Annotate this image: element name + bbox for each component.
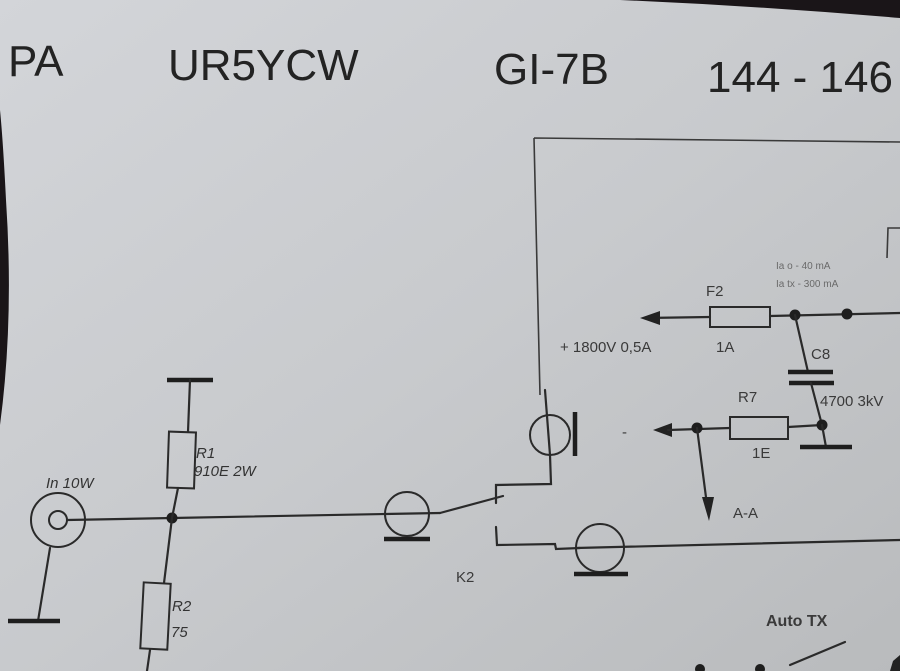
auto-tx-label: Auto TX	[766, 613, 828, 630]
c8-bottom-lead	[809, 381, 824, 427]
title-pa: PA	[8, 37, 64, 86]
supply-note-idle: Ia o - 40 mA	[776, 261, 831, 272]
minus-label: -	[622, 424, 627, 441]
c8-ref: C8	[811, 346, 830, 363]
supply-label: + 1800V 0,5A	[560, 339, 651, 356]
title-row: PA UR5YCW GI-7B 144 - 146	[8, 37, 893, 102]
arrow-icon	[890, 655, 900, 671]
aa-label: A-A	[733, 505, 758, 522]
relay-k2	[383, 388, 900, 577]
aa-wire	[695, 426, 709, 507]
ground-lead	[820, 423, 828, 449]
r2-ref: R2	[172, 598, 192, 615]
r2-bottom-lead	[145, 648, 152, 671]
title-band: 144 - 146	[707, 53, 893, 102]
k2-ref: K2	[456, 569, 474, 586]
relay-to-enclosure-wire	[543, 388, 552, 457]
input-label: In 10W	[46, 475, 95, 492]
c8-top-lead	[793, 313, 810, 374]
resistor-r1	[165, 377, 213, 520]
relay-upper-contact	[494, 453, 553, 505]
relay-lower-contact	[494, 525, 582, 551]
output-wire	[574, 538, 900, 550]
r7-right-lead	[786, 423, 824, 429]
junction-dot	[841, 308, 853, 320]
supply-note-tx: Ia tx - 300 mA	[776, 279, 839, 290]
arrow-left-icon	[640, 311, 660, 325]
r2-top-lead	[162, 516, 174, 585]
r7-ref: R7	[738, 389, 757, 406]
r1-ref: R1	[196, 445, 215, 462]
r7-value: 1E	[752, 445, 770, 462]
auto-tx-switch	[695, 640, 900, 671]
relay-switch-arm	[438, 494, 505, 515]
r1-body	[165, 430, 198, 490]
auto-tx-switch-arm	[788, 640, 847, 667]
junction-dot	[695, 664, 705, 671]
connector-ground-lead	[36, 546, 52, 623]
r1-top-lead	[186, 378, 192, 434]
cathode-line	[653, 416, 852, 521]
arrow-down-icon	[702, 497, 714, 521]
r1-value: 910E 2W	[194, 463, 258, 480]
capacitor-c8	[788, 313, 834, 427]
c8-value: 4700 3kV	[820, 393, 883, 410]
r2-body	[139, 581, 172, 651]
r2-value: 75	[171, 624, 188, 641]
r1-bottom-lead	[170, 486, 180, 520]
f2-value: 1A	[716, 339, 734, 356]
arrow-left-icon	[653, 423, 672, 437]
relay-input-wire	[383, 511, 442, 516]
enclosure-inner-corner	[886, 227, 900, 259]
enclosure-outline	[533, 137, 900, 396]
junction-dot	[755, 664, 765, 671]
title-callsign: UR5YCW	[168, 41, 359, 90]
f2-ref: F2	[706, 283, 724, 300]
resistor-r2	[139, 516, 174, 671]
title-tube: GI-7B	[494, 45, 609, 94]
